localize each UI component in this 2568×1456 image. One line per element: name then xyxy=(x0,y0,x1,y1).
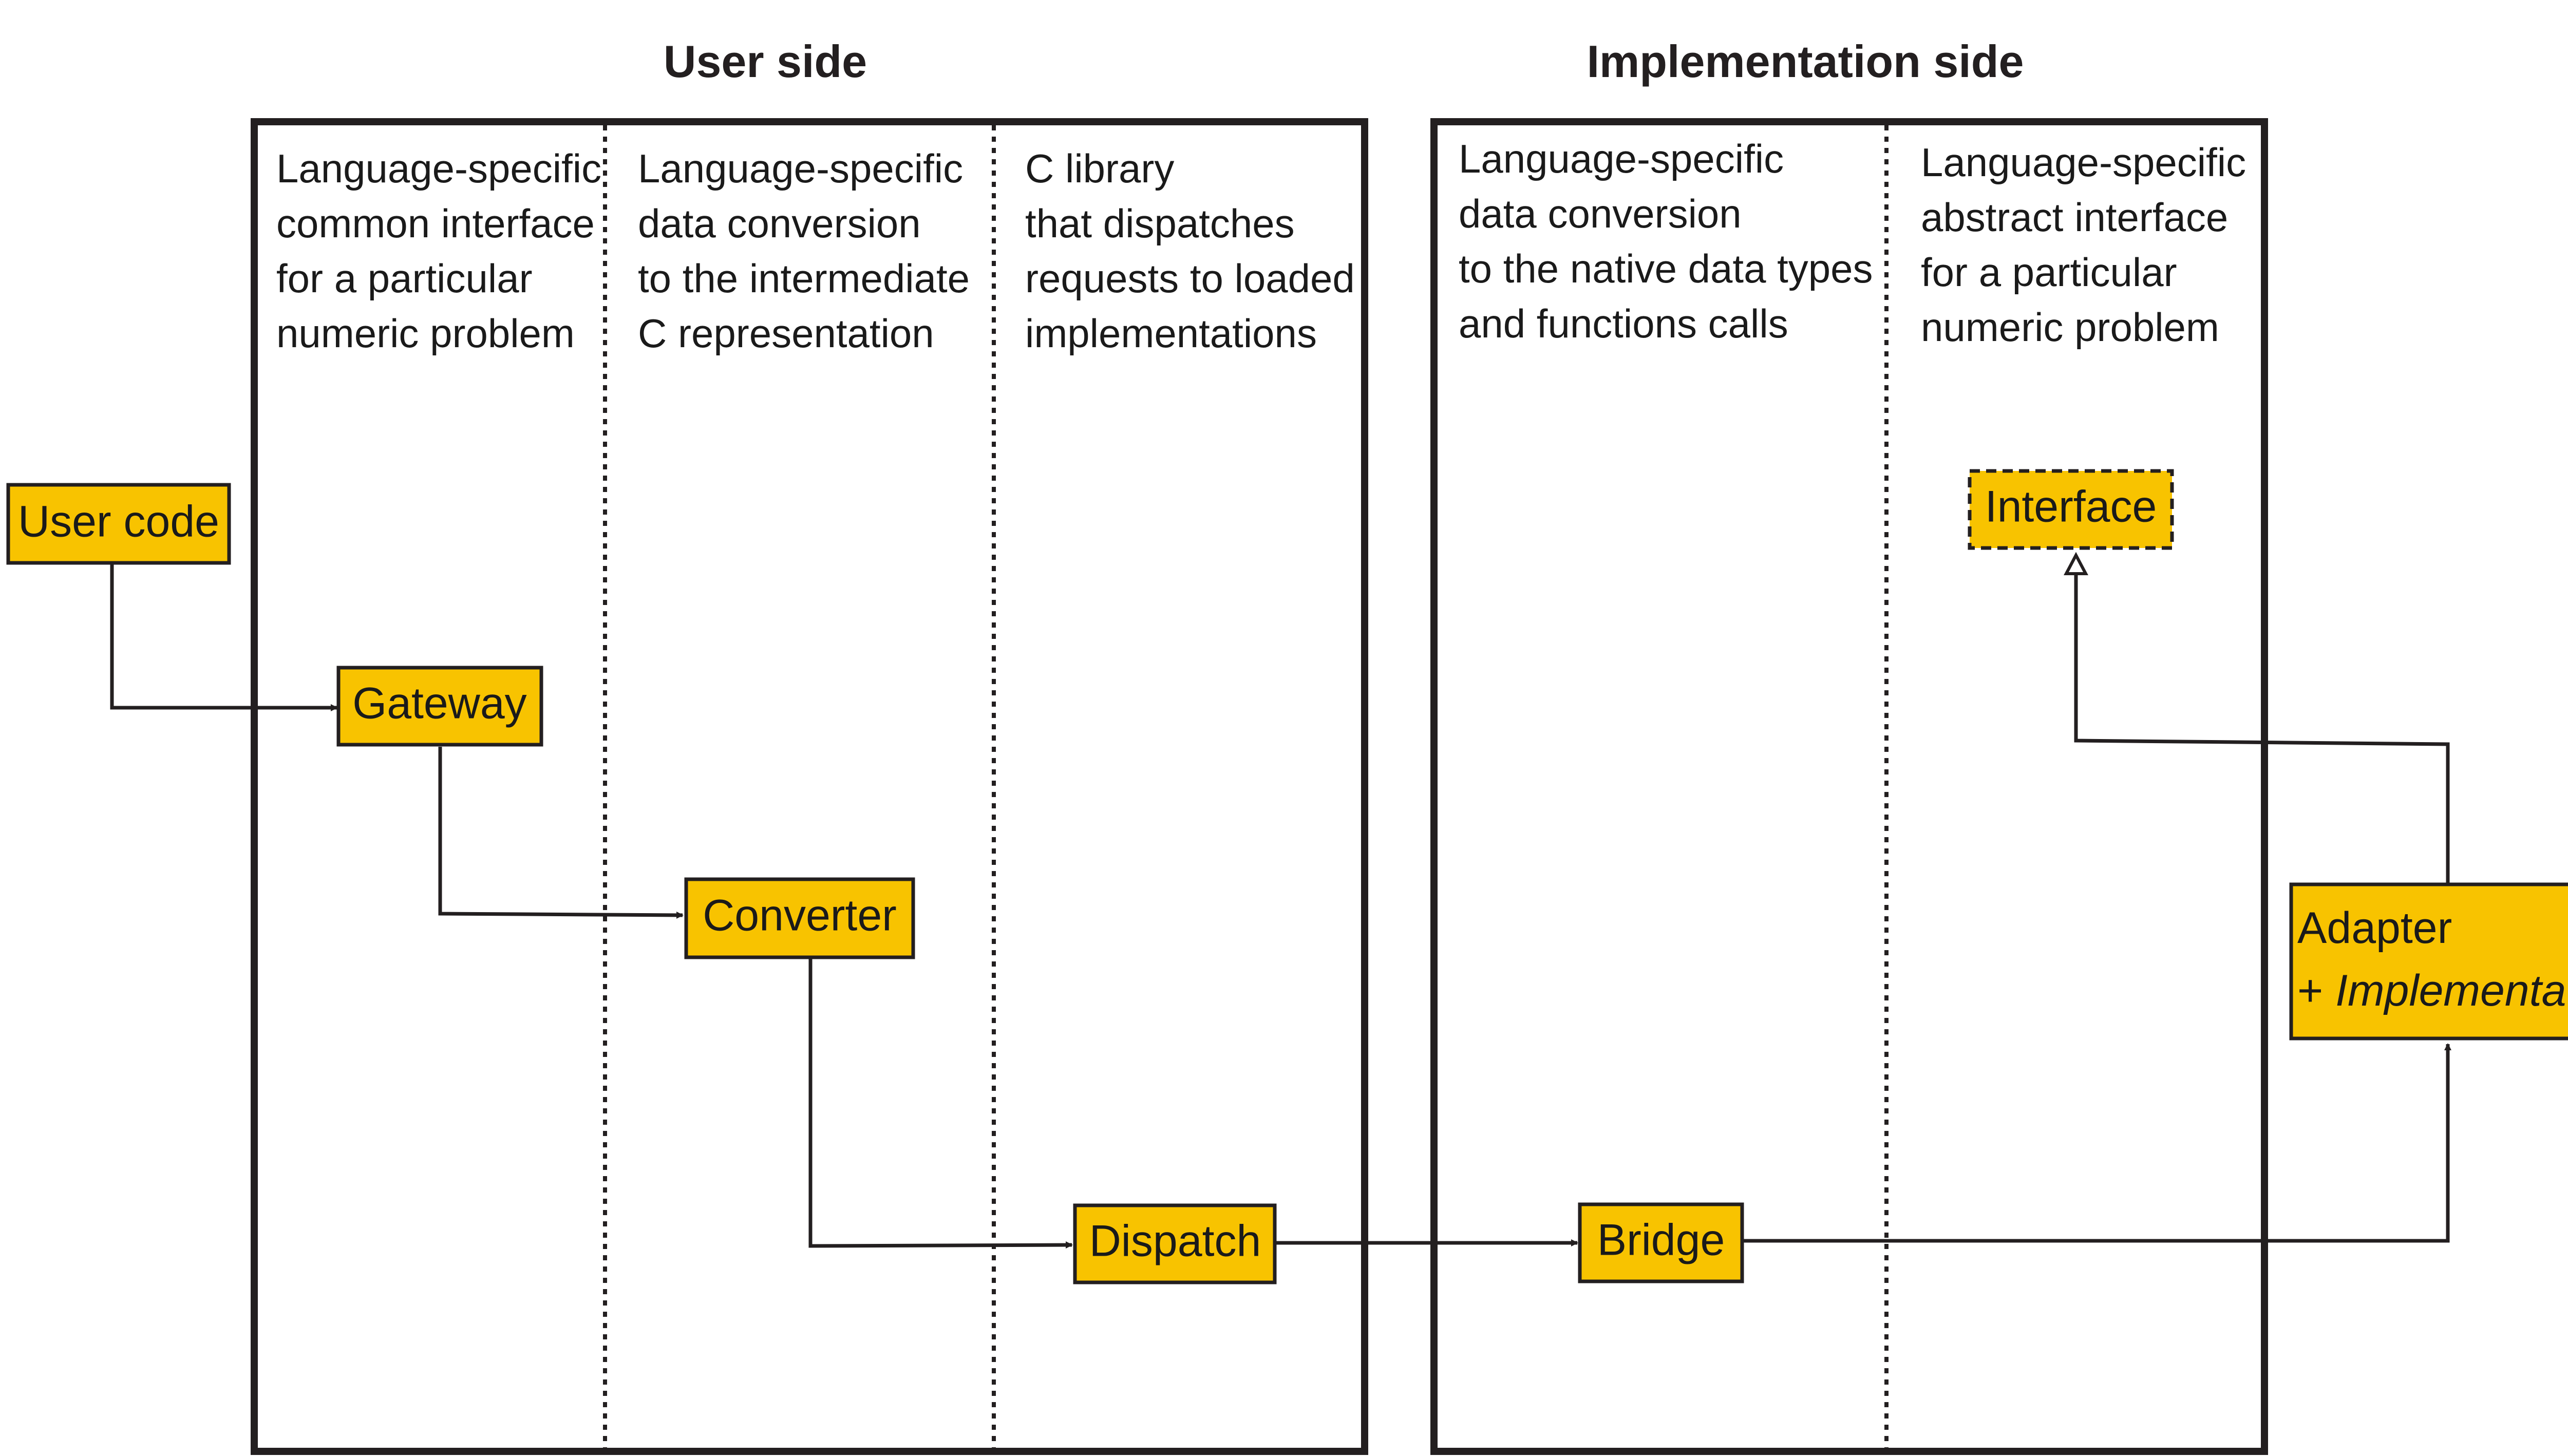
node-dispatch-box[interactable] xyxy=(1073,1203,1277,1284)
node-adapter[interactable]: Adapter + Implementation xyxy=(2289,882,2568,1041)
user-side-column-3-description: C library that dispatches requests to lo… xyxy=(1025,146,1355,356)
svg-text:requests to loaded: requests to loaded xyxy=(1025,256,1355,301)
svg-text:Language-specific: Language-specific xyxy=(276,146,601,191)
node-converter-box[interactable] xyxy=(684,877,915,959)
svg-text:and functions calls: and functions calls xyxy=(1459,301,1788,346)
svg-text:for a particular: for a particular xyxy=(276,256,533,301)
node-bridge-box[interactable] xyxy=(1578,1202,1744,1283)
svg-text:Language-specific: Language-specific xyxy=(638,146,963,191)
svg-text:Language-specific: Language-specific xyxy=(1459,136,1784,181)
node-converter-label: Converter xyxy=(703,891,897,940)
node-gateway-label: Gateway xyxy=(352,679,526,728)
connector-bridge-to-adapter xyxy=(1742,1043,2451,1243)
node-adapter-label-prefix: + xyxy=(2297,966,2335,1015)
node-interface-label: Interface xyxy=(1985,482,2157,532)
node-adapter-label-implementation: Implementation xyxy=(2335,966,2568,1015)
svg-text:numeric problem: numeric problem xyxy=(1921,305,2219,350)
svg-text:to the intermediate: to the intermediate xyxy=(638,256,970,301)
svg-text:that dispatches: that dispatches xyxy=(1025,201,1295,246)
svg-text:implementations: implementations xyxy=(1025,311,1317,356)
node-user-code-box[interactable] xyxy=(6,483,231,565)
connector-adapter-to-interface xyxy=(2074,574,2450,884)
user-side-title: User side xyxy=(664,36,867,87)
node-user-code[interactable]: User code xyxy=(6,483,231,565)
node-interface[interactable]: Interface xyxy=(1968,469,2174,550)
node-bridge[interactable]: Bridge xyxy=(1578,1202,1744,1283)
svg-text:to the native data types: to the native data types xyxy=(1459,246,1873,291)
node-interface-box[interactable] xyxy=(1968,469,2174,550)
node-gateway-box[interactable] xyxy=(336,666,543,747)
svg-text:data conversion: data conversion xyxy=(1459,191,1742,236)
node-adapter-label-line2: + Implementation xyxy=(2297,966,2568,1015)
svg-text:abstract interface: abstract interface xyxy=(1921,195,2228,240)
connector-converter-to-dispatch xyxy=(808,958,1073,1249)
implementation-side-frame xyxy=(1430,118,2268,1455)
user-side-column-2-description: Language-specific data conversion to the… xyxy=(638,146,970,356)
node-adapter-box[interactable] xyxy=(2289,882,2568,1041)
user-side-frame xyxy=(251,118,1368,1455)
svg-text:data conversion: data conversion xyxy=(638,201,921,246)
user-side-column-1-description: Language-specific common interface for a… xyxy=(276,146,601,356)
implementation-side-column-1-description: Language-specific data conversion to the… xyxy=(1459,136,1873,346)
node-user-code-label: User code xyxy=(18,497,219,546)
svg-text:C library: C library xyxy=(1025,146,1174,191)
implementation-side-column-2-description: Language-specific abstract interface for… xyxy=(1921,140,2246,350)
implementation-side-title: Implementation side xyxy=(1587,36,2024,87)
node-gateway[interactable]: Gateway xyxy=(336,666,543,747)
connectors xyxy=(110,552,2451,1249)
svg-text:for a particular: for a particular xyxy=(1921,250,2177,295)
node-dispatch-label: Dispatch xyxy=(1089,1217,1261,1266)
node-bridge-label: Bridge xyxy=(1597,1216,1725,1265)
node-dispatch[interactable]: Dispatch xyxy=(1073,1203,1277,1284)
arrowhead-interface-hollow xyxy=(2064,552,2088,575)
connector-user-code-to-gateway xyxy=(110,563,338,711)
svg-text:Language-specific: Language-specific xyxy=(1921,140,2246,185)
connector-gateway-to-converter xyxy=(438,747,684,919)
node-converter[interactable]: Converter xyxy=(684,877,915,959)
svg-text:C representation: C representation xyxy=(638,311,934,356)
svg-text:numeric problem: numeric problem xyxy=(276,311,575,356)
node-adapter-label-line1: Adapter xyxy=(2297,903,2452,953)
svg-text:common interface: common interface xyxy=(276,201,595,246)
